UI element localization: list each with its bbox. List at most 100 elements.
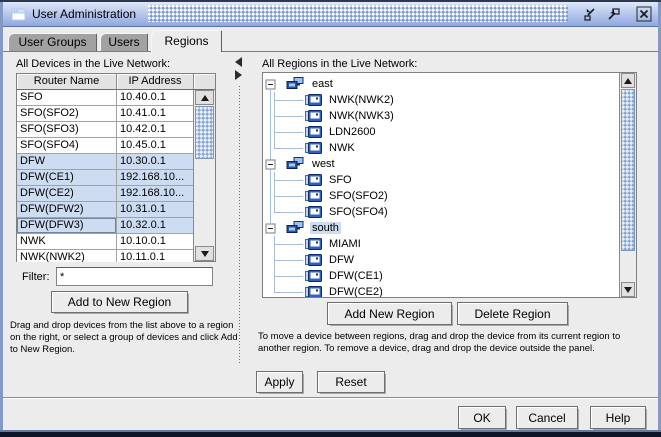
tree-node-device[interactable]: NWK(NWK2) [263,92,619,108]
router-name-cell: DFW(DFW3) [17,218,117,234]
scroll-down-button[interactable] [195,246,214,261]
close-button[interactable] [636,6,653,23]
ip-cell: 10.32.0.1 [117,218,194,234]
ip-cell: 10.42.0.1 [117,122,194,138]
add-to-new-region-button[interactable]: Add to New Region [51,291,188,313]
devices-heading: All Devices in the Live Network: [16,58,171,70]
tree-node-label: NWK [329,142,355,154]
table-row[interactable]: SFO(SFO4)10.45.0.1 [17,138,194,154]
scroll-up-button[interactable] [195,90,214,105]
table-row-selected[interactable]: DFW(CE2)192.168.10... [17,186,194,202]
minimize-button[interactable] [582,6,599,23]
tab-users-label: Users [108,35,140,49]
region-icon [286,221,304,233]
tree-line [274,292,303,293]
tree-node-label: LDN2600 [329,126,376,138]
tree-node-label: NWK(NWK3) [329,110,394,122]
add-new-region-button[interactable]: Add New Region [327,302,452,325]
collapse-right-icon[interactable] [235,70,242,80]
tree-node-device[interactable]: NWK(NWK3) [263,108,619,124]
tab-underline [2,51,659,52]
tree-node-west[interactable]: west [263,156,619,172]
ip-cell: 10.45.0.1 [117,138,194,154]
regions-tree[interactable]: east NWK(NWK2) NWK(NWK3) LDN2600 NWK [262,72,637,298]
reset-button[interactable]: Reset [317,371,385,393]
device-icon [305,110,322,122]
tree-line [274,244,303,245]
tree-node-device[interactable]: SFO(SFO4) [263,204,619,220]
table-row[interactable]: NWK(NWK2)10.11.0.1 [17,250,194,262]
tree-node-south-selected[interactable]: south [263,220,619,236]
scrollbar-thumb[interactable] [621,89,635,251]
tree-node-device[interactable]: NWK [263,140,619,156]
titlebar[interactable]: User Administration [2,2,659,27]
tab-regions[interactable]: Regions [151,30,222,52]
tree-line [274,132,303,133]
device-icon [305,174,322,186]
scrollbar-thumb[interactable] [195,106,214,159]
scroll-up-button[interactable] [621,73,635,88]
help-button[interactable]: Help [590,406,646,429]
table-row[interactable]: SFO(SFO3)10.42.0.1 [17,122,194,138]
maximize-button[interactable] [605,6,622,23]
tree-line [274,92,275,148]
tree-node-device[interactable]: SFO [263,172,619,188]
tree-node-device[interactable]: DFW(CE1) [263,268,619,284]
tree-node-device[interactable]: MIAMI [263,236,619,252]
window-title: User Administration [32,7,137,21]
collapse-handle-icon[interactable] [265,159,276,170]
ip-cell: 10.11.0.1 [117,250,194,262]
tree-node-label: SFO [329,174,352,186]
table-row[interactable]: SFO(SFO2)10.41.0.1 [17,106,194,122]
collapse-left-icon[interactable] [235,57,242,67]
tree-line [274,116,303,117]
up-arrow-icon [200,94,209,101]
cancel-button[interactable]: Cancel [516,406,578,429]
split-divider[interactable] [233,53,249,395]
tree-line [274,196,303,197]
device-icon [305,142,322,154]
table-row-selected[interactable]: DFW(DFW2)10.31.0.1 [17,202,194,218]
table-scrollbar[interactable] [193,90,215,261]
tree-node-label: SFO(SFO2) [329,190,388,202]
tree-scrollbar[interactable] [619,73,636,297]
apply-button[interactable]: Apply [256,371,303,393]
tree-node-device[interactable]: LDN2600 [263,124,619,140]
delete-region-button[interactable]: Delete Region [457,302,568,325]
collapse-handle-icon[interactable] [265,79,276,90]
tree-line [274,276,303,277]
table-row-focused[interactable]: DFW(DFW3)10.32.0.1 [17,218,194,234]
divider-dots [239,86,240,365]
tree-node-label: DFW(CE1) [329,270,383,282]
column-header-router-name[interactable]: Router Name [17,74,117,90]
tree-node-device[interactable]: DFW(CE2) [263,284,619,297]
device-icon [305,238,322,250]
tree-line [274,180,303,181]
tab-user-groups[interactable]: User Groups [8,33,97,52]
router-name-cell: SFO(SFO2) [17,106,117,122]
tree-node-label: SFO(SFO4) [329,206,388,218]
tab-regions-label: Regions [164,34,209,48]
tree-line [274,172,275,212]
tree-node-device[interactable]: DFW [263,252,619,268]
tree-node-label: NWK(NWK2) [329,94,394,106]
tab-users[interactable]: Users [100,33,148,52]
tree-node-device[interactable]: SFO(SFO2) [263,188,619,204]
tree-node-east[interactable]: east [263,76,619,92]
collapse-handle-icon[interactable] [265,223,276,234]
filter-input[interactable] [56,267,213,286]
ip-cell: 192.168.10... [117,186,194,202]
ok-button[interactable]: OK [458,406,506,429]
tree-node-label: east [312,78,333,90]
tree-node-label: west [312,158,335,170]
router-name-cell: DFW(CE1) [17,170,117,186]
tree-line [270,90,271,223]
table-row-selected[interactable]: DFW(CE1)192.168.10... [17,170,194,186]
scroll-down-button[interactable] [621,282,635,297]
column-header-ip-address[interactable]: IP Address [117,74,194,90]
region-icon [286,77,304,89]
